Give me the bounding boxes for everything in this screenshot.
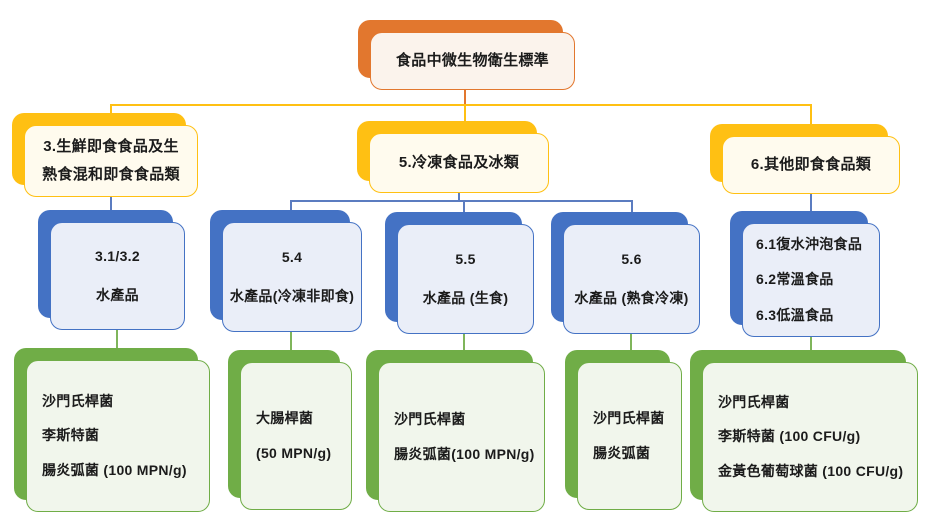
- connector-drop-category-6: [810, 104, 812, 137]
- category-label-line: 6.其他即食食品類: [750, 155, 872, 173]
- subcategory-label-line: 水產品: [96, 287, 139, 303]
- criteria-label-line: 沙門氏桿菌: [718, 393, 790, 410]
- connector-sub4-to-criteria: [630, 334, 632, 362]
- criteria-label-line: 腸炎弧菌(100 MPN/g): [394, 445, 535, 462]
- category-node-5: 5.冷凍食品及冰類: [357, 121, 549, 193]
- subcategory-label-line: 5.5: [455, 250, 476, 267]
- criteria-label-line: 李斯特菌: [42, 427, 100, 444]
- criteria-label-line: 李斯特菌 (100 CFU/g): [718, 428, 861, 445]
- subcategory-node-6-x: 6.1復水沖泡食品 6.2常溫食品 6.3低溫食品: [730, 211, 880, 337]
- criteria-label-line: 沙門氏桿菌: [394, 411, 466, 427]
- criteria-node-5: 沙門氏桿菌 李斯特菌 (100 CFU/g) 金黃色葡萄球菌 (100 CFU/…: [690, 350, 918, 512]
- criteria-node-4: 沙門氏桿菌 腸炎弧菌: [565, 350, 682, 510]
- criteria-label-line: 腸炎弧菌: [593, 444, 651, 461]
- subcategory-label-line: 6.3低溫食品: [756, 306, 834, 323]
- subcategory-node-5-6: 5.6 水產品 (熟食冷凍): [551, 212, 700, 334]
- connector-sub5-to-criteria: [810, 337, 812, 362]
- subcategory-label-line: 5.4: [281, 248, 303, 265]
- root-node: 食品中微生物衛生標準: [358, 20, 575, 90]
- criteria-node-2: 大腸桿菌 (50 MPN/g): [228, 350, 352, 510]
- connector-level1-horizontal: [110, 104, 812, 106]
- connector-sub3-to-criteria: [463, 334, 465, 362]
- root-label: 食品中微生物衛生標準: [395, 51, 549, 69]
- subcategory-node-5-4: 5.4 水產品(冷凍非即食): [210, 210, 362, 332]
- category-label-line: 熟食混和即食食品類: [42, 165, 180, 183]
- category-node-3: 3.生鮮即食食品及生 熟食混和即食食品類: [12, 113, 198, 197]
- connector-sub2-to-criteria: [290, 332, 292, 362]
- connector-sub1-to-criteria: [116, 330, 118, 361]
- connector-root-stub: [464, 89, 466, 105]
- subcategory-label-line: 5.6: [621, 250, 642, 267]
- criteria-label-line: 大腸桿菌: [256, 410, 314, 426]
- subcategory-label-line: 6.1復水沖泡食品: [756, 235, 863, 252]
- category-label-line: 3.生鮮即食食品及生: [43, 137, 179, 155]
- category-label-line: 5.冷凍食品及冰類: [398, 153, 520, 171]
- criteria-label-line: 沙門氏桿菌: [42, 392, 114, 409]
- criteria-label-line: 金黃色葡萄球菌 (100 CFU/g): [718, 462, 904, 479]
- subcategory-label-line: 水產品(冷凍非即食): [229, 288, 355, 304]
- subcategory-node-5-5: 5.5 水產品 (生食): [385, 212, 534, 334]
- criteria-label-line: (50 MPN/g): [256, 444, 332, 461]
- criteria-label-line: 腸炎弧菌 (100 MPN/g): [42, 461, 187, 478]
- connector-level2-horizontal: [290, 200, 633, 202]
- connector-cat6-to-sub: [810, 194, 812, 224]
- subcategory-label-line: 6.2常溫食品: [756, 271, 834, 288]
- connector-drop-category-5: [464, 104, 466, 134]
- connector-cat5-stub: [458, 193, 460, 202]
- subcategory-label-line: 水產品 (生食): [422, 290, 509, 306]
- category-node-6: 6.其他即食食品類: [710, 124, 900, 194]
- subcategory-label-line: 3.1/3.2: [95, 247, 140, 264]
- subcategory-node-3-1-3-2: 3.1/3.2 水產品: [38, 210, 185, 330]
- criteria-node-1: 沙門氏桿菌 李斯特菌 腸炎弧菌 (100 MPN/g): [14, 348, 210, 512]
- criteria-node-3: 沙門氏桿菌 腸炎弧菌(100 MPN/g): [366, 350, 545, 512]
- subcategory-label-line: 水產品 (熟食冷凍): [574, 290, 689, 306]
- criteria-label-line: 沙門氏桿菌: [593, 410, 665, 426]
